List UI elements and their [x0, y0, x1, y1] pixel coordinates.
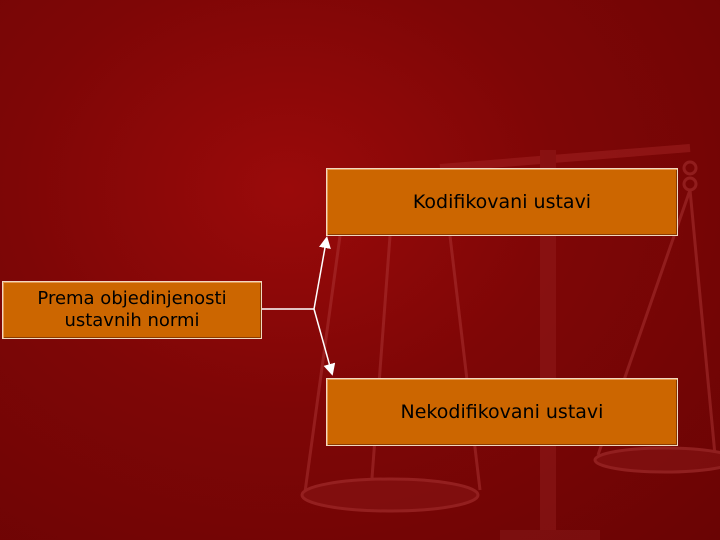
- branch-label-codified: Kodifikovani ustavi: [412, 191, 592, 213]
- root-label-line-2: ustavnih normi: [64, 310, 200, 331]
- branch-box-codified: Kodifikovani ustavi: [326, 168, 678, 236]
- root-box-classification: Prema objedinjenosti ustavnih normi: [2, 281, 262, 339]
- root-label: Prema objedinjenosti ustavnih normi: [37, 288, 226, 332]
- root-label-line-1: Prema objedinjenosti: [37, 288, 227, 309]
- branch-label-uncodified: Nekodifikovani ustavi: [400, 401, 604, 423]
- arrow-to-top: [313, 236, 331, 310]
- arrow-to-bottom: [313, 308, 336, 376]
- branch-box-uncodified: Nekodifikovani ustavi: [326, 378, 678, 446]
